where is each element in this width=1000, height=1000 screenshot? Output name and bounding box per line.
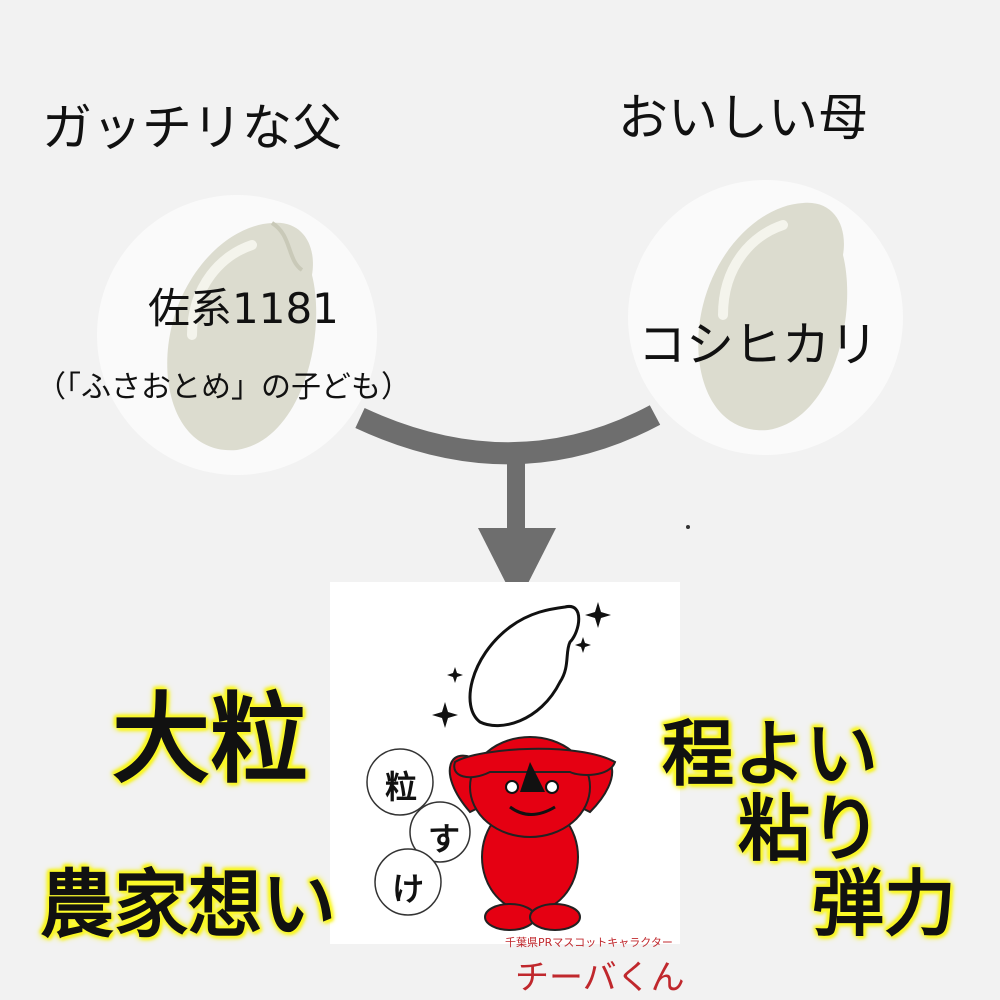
feature-large-grain: 大粒: [112, 683, 309, 797]
merge-arrow: [355, 405, 690, 605]
mascot-panel: 粒 す け: [330, 582, 680, 944]
bubble-char: け: [392, 870, 425, 908]
bubble-char: 粒: [385, 768, 418, 806]
father-note: （「ふさおとめ」の子ども）: [36, 370, 411, 405]
rice-grain-icon: [698, 202, 848, 431]
father-variety: 佐系1181: [148, 284, 339, 333]
mascot-name: チーバくん: [515, 958, 685, 998]
mother-title: おいしい母: [618, 89, 868, 147]
mother-circle: [628, 180, 903, 455]
chiba-kun-mascot: [366, 602, 617, 931]
feature-farmer-care: 農家想い: [40, 862, 336, 948]
mother-variety: コシヒカリ: [638, 317, 879, 373]
mascot-caption: 千葉県PRマスコットキャラクター: [505, 936, 673, 949]
feature-moderate: 程よい: [662, 712, 879, 796]
bubble-char: す: [428, 820, 461, 858]
father-circle: [97, 195, 377, 475]
father-title: ガッチリな父: [42, 99, 342, 157]
feature-elasticity: 弾力: [812, 862, 957, 946]
feature-stickiness: 粘り: [738, 787, 883, 871]
rice-grain-icon: [167, 221, 317, 451]
